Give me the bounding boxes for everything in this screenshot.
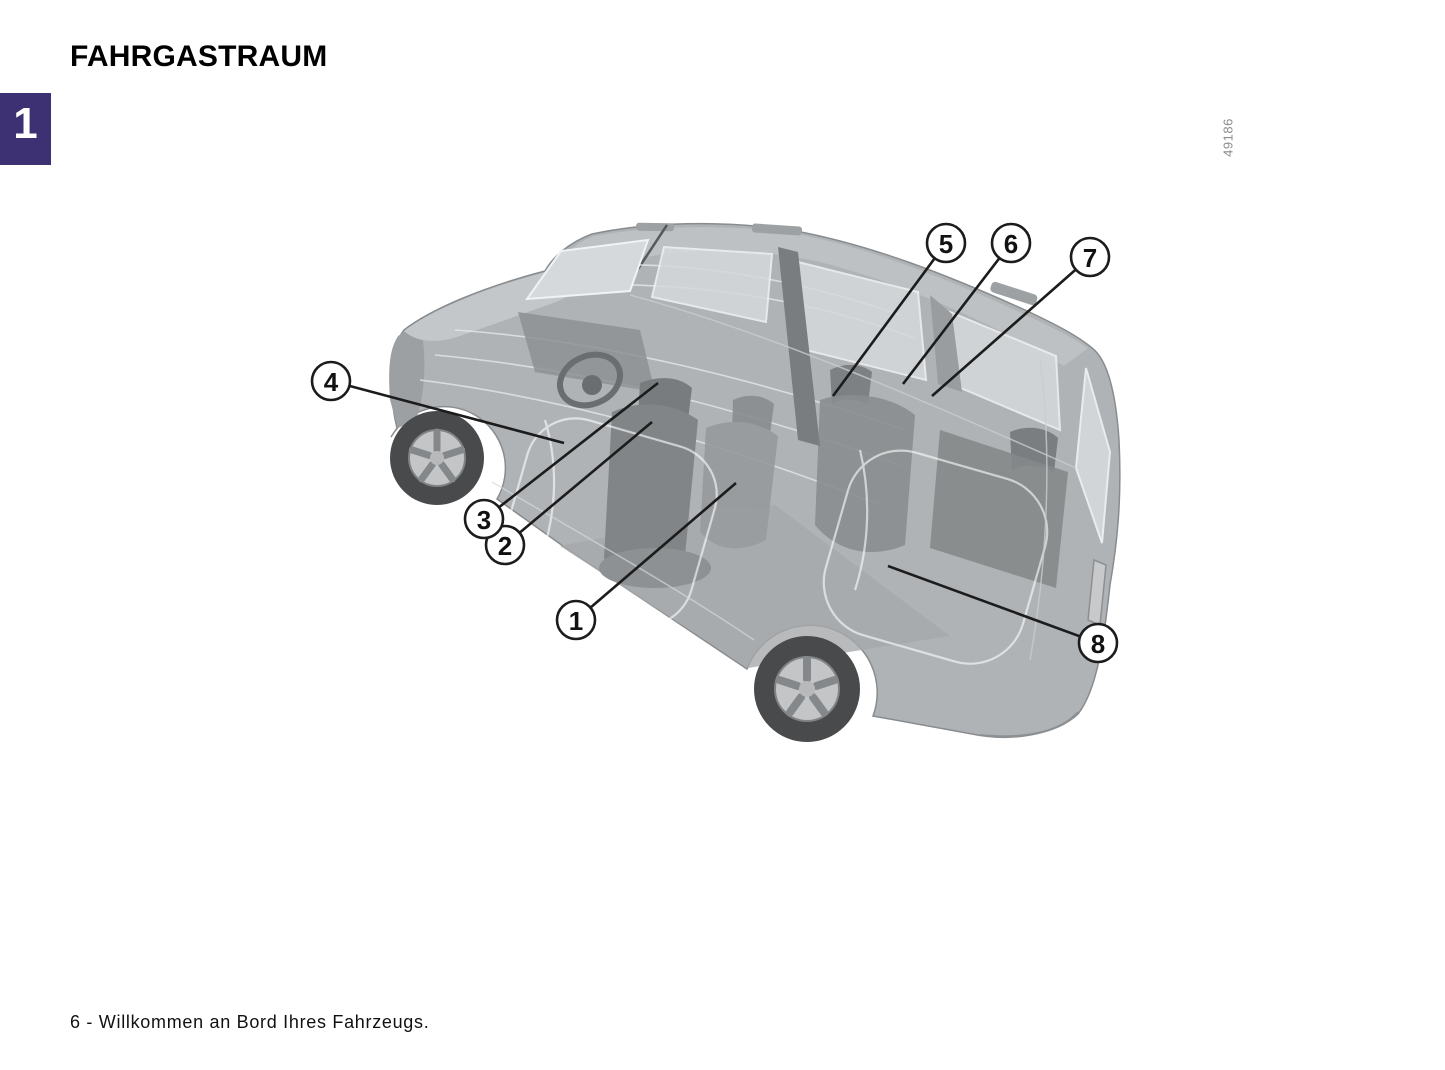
callout-3: 3 <box>463 381 659 540</box>
callout-4-circle <box>310 360 352 402</box>
callout-7-circle <box>1069 236 1111 278</box>
callout-7-leader-line <box>931 256 1091 397</box>
roof <box>560 227 1088 366</box>
front-door-window <box>650 245 774 324</box>
c-pillar <box>930 295 962 392</box>
page-title: FAHRGASTRAUM <box>70 40 328 73</box>
page-footer: 6 - Willkommen an Bord Ihres Fahrzeugs. <box>70 1012 430 1032</box>
callout-8-leader-line <box>887 564 1099 645</box>
b-pillar <box>778 247 820 446</box>
passenger-seat <box>700 395 778 549</box>
callout-6: 6 <box>901 222 1032 385</box>
callout-5-number: 5 <box>939 229 953 259</box>
callout-6-number: 6 <box>1004 229 1018 259</box>
callout-8-circle <box>1077 622 1119 664</box>
callout-4: 4 <box>310 360 565 445</box>
windshield <box>524 238 650 301</box>
callout-4-number: 4 <box>324 367 339 397</box>
callout-6-leader-line <box>901 242 1013 385</box>
callout-8: 8 <box>887 564 1119 664</box>
front-bumper <box>389 322 425 428</box>
callout-5-circle <box>925 222 967 264</box>
callout-2-number: 2 <box>498 531 512 561</box>
steering-wheel <box>557 351 623 409</box>
rear-door-window <box>1074 367 1112 544</box>
rear-wheel <box>754 636 860 742</box>
section-tab-number: 1 <box>13 99 38 148</box>
callout-6-circle <box>990 222 1032 264</box>
callout-3-leader-line <box>483 381 659 521</box>
van-illustration <box>389 222 1121 742</box>
windows <box>524 238 1112 544</box>
callout-4-leader-line <box>330 379 565 445</box>
callout-3-circle <box>463 498 505 540</box>
callout-7: 7 <box>931 236 1111 397</box>
callout-1-leader-line <box>575 482 737 621</box>
front-wheel <box>390 411 484 505</box>
callout-2-leader-line <box>504 421 653 546</box>
callout-1: 1 <box>555 482 737 641</box>
callout-5: 5 <box>831 222 967 397</box>
callout-7-number: 7 <box>1083 243 1097 273</box>
antenna-line <box>636 224 669 270</box>
callout-1-circle <box>555 599 597 641</box>
section-tab: 1 <box>0 93 51 165</box>
callout-1-number: 1 <box>569 606 583 636</box>
callout-5-leader-line <box>831 242 948 397</box>
callout-8-number: 8 <box>1091 629 1105 659</box>
body-creases <box>491 294 1079 738</box>
callout-3-number: 3 <box>477 505 491 535</box>
